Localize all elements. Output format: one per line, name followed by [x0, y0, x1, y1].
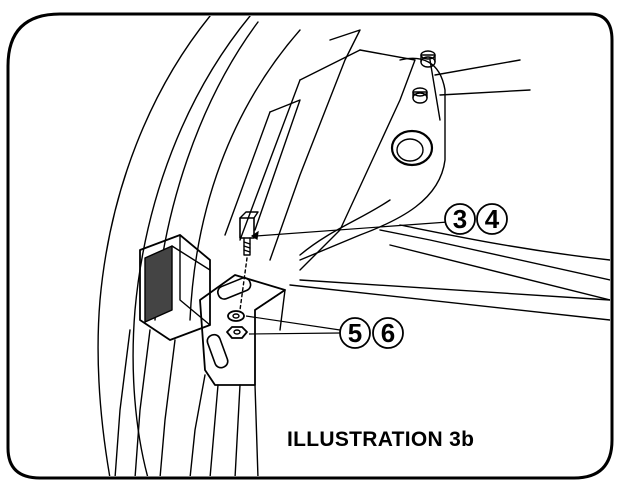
- callout-6-label: 6: [381, 318, 395, 348]
- callout-5: 5: [339, 317, 371, 349]
- callout-4: 4: [476, 203, 508, 235]
- callout-5-label: 5: [348, 318, 362, 348]
- drawing-lines: [97, 16, 610, 476]
- callout-4-label: 4: [485, 204, 500, 234]
- illustration-caption: ILLUSTRATION 3b: [287, 428, 474, 451]
- callout-3: 3: [444, 203, 476, 235]
- leader-lines: [245, 221, 449, 335]
- rounded-frame: [6, 12, 614, 480]
- callout-6: 6: [372, 317, 404, 349]
- callout-3-label: 3: [453, 204, 467, 234]
